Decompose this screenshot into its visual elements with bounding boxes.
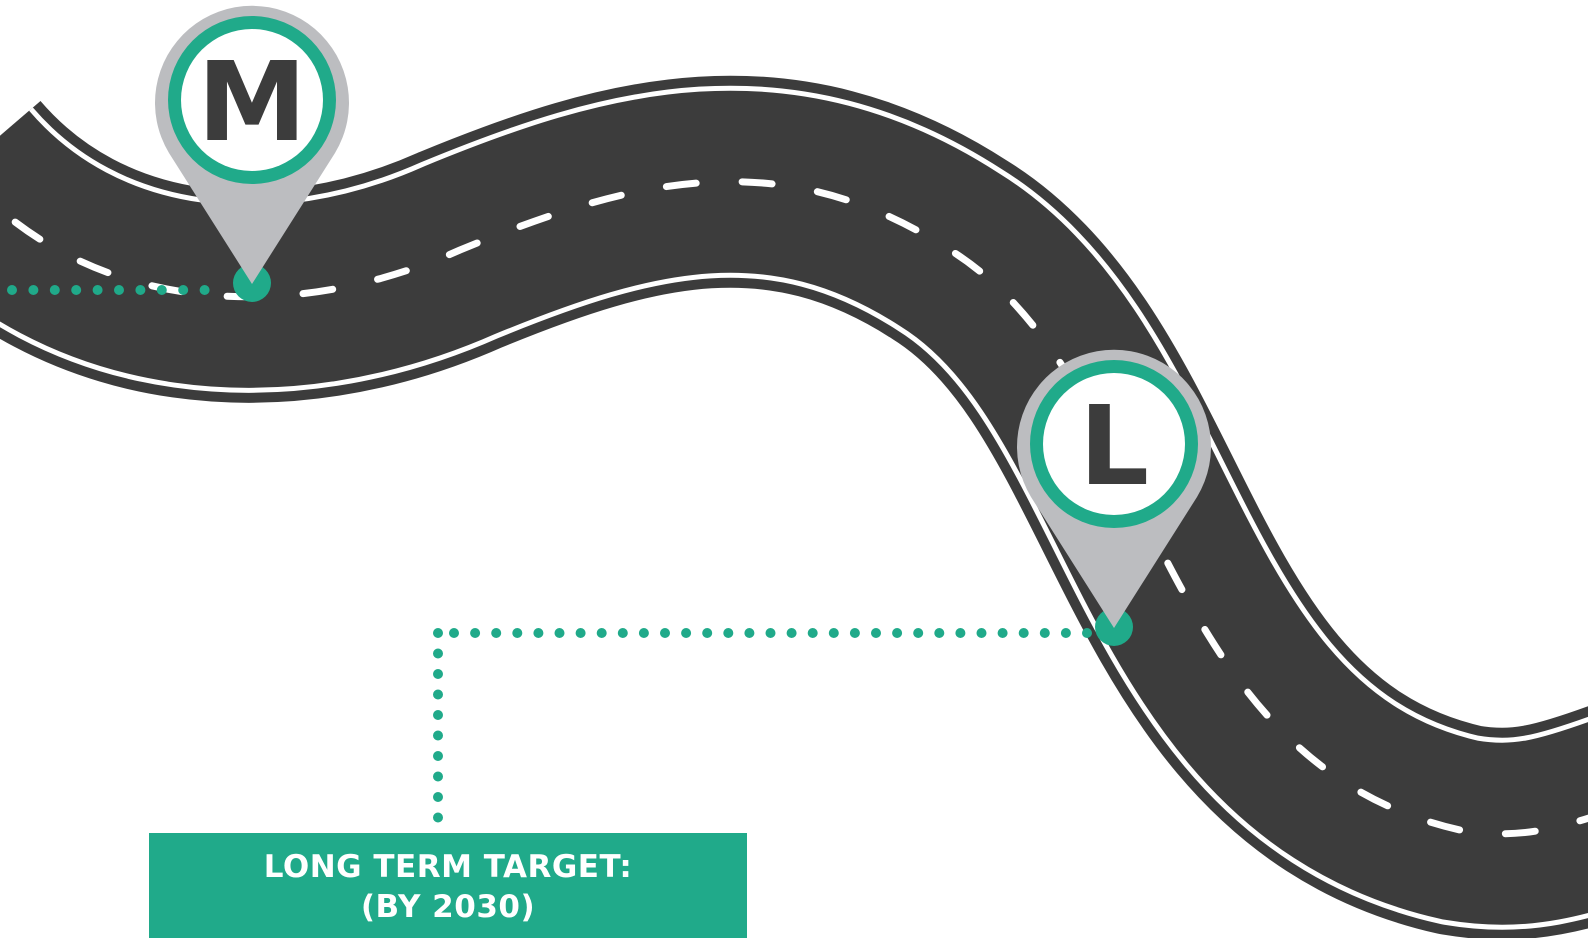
milestone-l-letter: L [1079, 382, 1149, 510]
road-center-line [0, 178, 1588, 838]
road-surface [0, 90, 1588, 925]
road [0, 75, 1588, 938]
target-subtitle: (BY 2030) [360, 889, 536, 925]
milestone-m-letter: M [197, 38, 306, 166]
milestone-m-pin: M [155, 5, 350, 302]
long-term-target-box: LONG TERM TARGET: (BY 2030) [149, 833, 747, 938]
milestone-l-connector [433, 628, 1092, 833]
milestone-l-pin: L [1016, 349, 1211, 646]
target-title: LONG TERM TARGET: [263, 849, 633, 885]
